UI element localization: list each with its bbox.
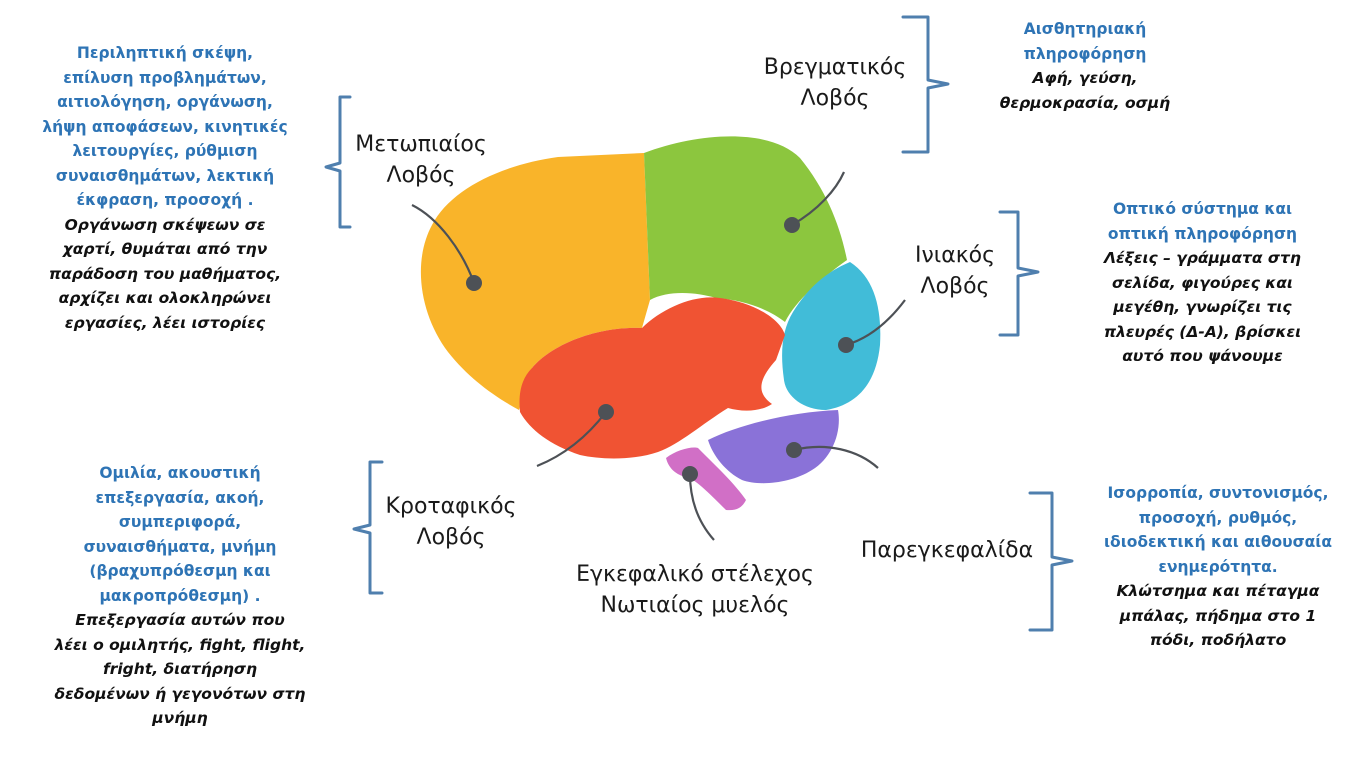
temporal-label-line: Κροταφικός: [385, 494, 517, 519]
description-line: λέει ο ομιλητής, fight, flight,: [54, 635, 306, 654]
dot-temporal: [598, 404, 614, 420]
temporal-lobe-shape: [519, 297, 785, 459]
dot-cerebellum: [786, 442, 802, 458]
parietal-label-line: Λοβός: [800, 86, 870, 111]
description-line: (βραχυπρόθεσμη και: [89, 562, 271, 580]
brainstem-shape: [666, 447, 746, 511]
description-line: συναισθημάτων, λεκτική: [55, 166, 275, 185]
description-line: πληροφόρηση: [1023, 44, 1147, 63]
bracket-frontal: [324, 95, 352, 229]
description-line: παράδοση του μαθήματος,: [48, 264, 282, 283]
frontal-label-line: Μετωπιαίος: [355, 132, 487, 157]
description-line: αυτό που ψάνουμε: [1122, 347, 1283, 365]
cerebellum-description: Ισορροπία, συντονισμός, προσοχή, ρυθμός, ι…: [1075, 481, 1361, 653]
connector-dots: [466, 217, 854, 482]
occipital-functions: Οπτικό σύστημα και οπτική πληροφόρηση: [1060, 197, 1345, 246]
frontal-label-line: Λοβός: [386, 163, 456, 188]
description-line: χαρτί, θυμάται από την: [62, 240, 268, 258]
frontal-lobe-shape: [420, 153, 650, 410]
description-line: προσοχή, ρυθμός,: [1138, 508, 1298, 527]
bracket-occipital: [998, 210, 1040, 337]
description-line: μπάλας, πήδημα στο 1: [1119, 606, 1317, 625]
description-line: συμπεριφορά,: [118, 513, 242, 531]
description-line: δεδομένων ή γεγονότων στη: [54, 684, 306, 703]
temporal-description: Ομιλία, ακουστική επεξεργασία, ακοή, συμπε…: [20, 461, 340, 731]
description-line: εργασίες, λέει ιστορίες: [64, 313, 266, 332]
parietal-label-line: Βρεγματικός: [763, 55, 907, 80]
frontal-description: Περιληπτική σκέψη, επίλυση προβλημάτων, αι…: [0, 41, 330, 335]
description-line: Επεξεργασία αυτών που: [75, 611, 285, 629]
description-line: Κλώτσημα και πέταγμα: [1116, 582, 1320, 600]
description-line: επίλυση προβλημάτων,: [63, 68, 267, 87]
brainstem-label-line: Νωτιαίος μυελός: [600, 593, 790, 618]
occipital-lobe-shape: [782, 262, 881, 410]
description-line: Λέξεις – γράμματα στη: [1104, 249, 1301, 267]
parietal-lobe-label: Βρεγματικός Λοβός: [760, 52, 910, 114]
parietal-lobe-shape: [644, 136, 847, 322]
brainstem-label: Εγκεφαλικό στέλεχος Νωτιαίος μυελός: [545, 559, 845, 621]
description-line: fright, διατήρηση: [102, 660, 258, 678]
frontal-functions: Περιληπτική σκέψη, επίλυση προβλημάτων, αι…: [0, 41, 330, 213]
description-line: Ισορροπία, συντονισμός,: [1107, 484, 1329, 502]
parietal-functions: Αισθητηριακή πληροφόρηση: [960, 17, 1210, 66]
description-line: λειτουργίες, ρύθμιση: [72, 142, 258, 160]
description-line: ιδιοδεκτική και αιθουσαία: [1104, 533, 1332, 551]
description-line: μακροπρόθεσμη) .: [99, 586, 261, 605]
description-line: σελίδα, φιγούρες και: [1112, 273, 1293, 292]
description-line: πλευρές (Δ-Α), βρίσκει: [1103, 322, 1302, 341]
description-line: έκφραση, προσοχή .: [76, 191, 254, 209]
parietal-description: Αισθητηριακή πληροφόρηση Αφή, γεύση, θερμο…: [960, 17, 1210, 115]
temporal-functions: Ομιλία, ακουστική επεξεργασία, ακοή, συμπε…: [20, 461, 340, 608]
dot-frontal: [466, 275, 482, 291]
description-line: Οργάνωση σκέψεων σε: [64, 215, 266, 234]
connector-cerebellum: [793, 445, 879, 469]
description-line: πόδι, ποδήλατο: [1149, 631, 1287, 649]
occipital-examples: Λέξεις – γράμματα στη σελίδα, φιγούρες κα…: [1060, 246, 1345, 369]
connector-temporal: [536, 411, 607, 468]
temporal-label-line: Λοβός: [416, 525, 486, 550]
dot-parietal: [784, 217, 800, 233]
description-line: μεγέθη, γνωρίζει τις: [1113, 298, 1292, 316]
description-line: μνήμη: [152, 709, 208, 727]
description-line: αρχίζει και ολοκληρώνει: [58, 289, 272, 307]
cerebellum-shape: [708, 410, 839, 484]
cerebellum-label: Παρεγκεφαλίδα: [852, 535, 1042, 566]
cerebellum-label-line: Παρεγκεφαλίδα: [860, 538, 1034, 563]
bracket-temporal: [352, 460, 384, 595]
dot-occipital: [838, 337, 854, 353]
dot-brainstem: [682, 466, 698, 482]
temporal-examples: Επεξεργασία αυτών που λέει ο ομιλητής, fi…: [20, 608, 340, 731]
description-line: αιτιολόγηση, οργάνωση,: [57, 93, 273, 111]
description-line: Αφή, γεύση,: [1032, 69, 1138, 87]
frontal-lobe-label: Μετωπιαίος Λοβός: [346, 129, 496, 191]
bracket-cerebellum: [1028, 491, 1074, 632]
description-line: Ομιλία, ακουστική: [99, 464, 261, 482]
description-line: επεξεργασία, ακοή,: [95, 488, 265, 507]
description-line: οπτική πληροφόρηση: [1107, 224, 1298, 243]
occipital-label-line: Λοβός: [920, 274, 990, 299]
description-line: συναισθήματα, μνήμη: [83, 537, 277, 556]
occipital-lobe-label: Ινιακός Λοβός: [895, 240, 1015, 302]
cerebellum-examples: Κλώτσημα και πέταγμα μπάλας, πήδημα στο 1…: [1075, 579, 1361, 653]
description-line: θερμοκρασία, οσμή: [999, 93, 1171, 112]
parietal-examples: Αφή, γεύση, θερμοκρασία, οσμή: [960, 66, 1210, 115]
bracket-parietal: [901, 15, 950, 154]
description-line: ενημερότητα.: [1158, 557, 1278, 576]
connector-parietal: [791, 171, 846, 226]
description-line: Περιληπτική σκέψη,: [76, 44, 254, 62]
description-line: λήψη αποφάσεων, κινητικές: [42, 117, 288, 136]
connector-frontal: [411, 204, 476, 284]
brainstem-label-line: Εγκεφαλικό στέλεχος: [576, 562, 814, 587]
occipital-label-line: Ινιακός: [914, 243, 996, 268]
frontal-examples: Οργάνωση σκέψεων σε χαρτί, θυμάται από τη…: [0, 213, 330, 336]
temporal-lobe-label: Κροταφικός Λοβός: [376, 491, 526, 553]
cerebellum-functions: Ισορροπία, συντονισμός, προσοχή, ρυθμός, ι…: [1075, 481, 1361, 579]
description-line: Οπτικό σύστημα και: [1112, 200, 1293, 218]
occipital-description: Οπτικό σύστημα και οπτική πληροφόρηση Λέξ…: [1060, 197, 1345, 369]
description-line: Αισθητηριακή: [1023, 20, 1147, 38]
